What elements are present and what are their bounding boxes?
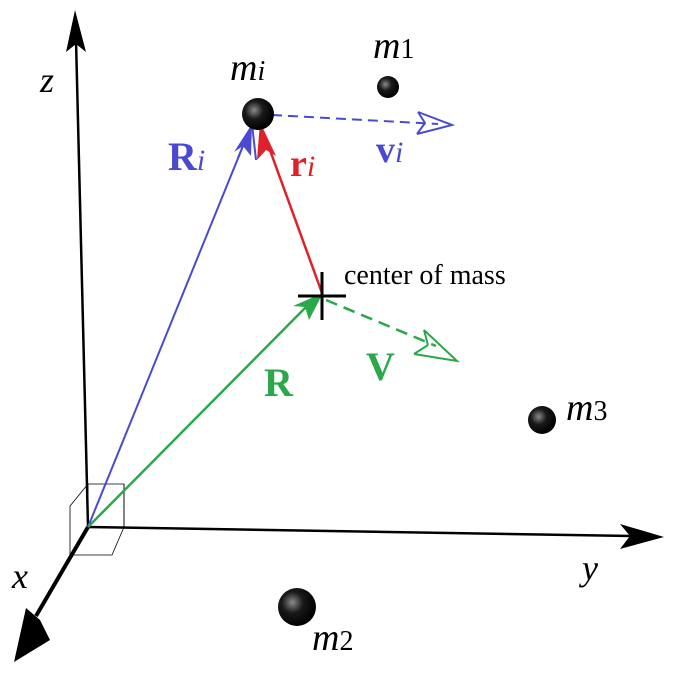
mass-m1-label: m1: [373, 25, 414, 67]
x-axis-label: x: [11, 556, 28, 596]
z-axis-label: z: [39, 60, 54, 100]
vector-r-i: [257, 122, 324, 294]
mass-m2: [278, 588, 316, 626]
vector-V: [325, 298, 461, 363]
mass-m2-label: m2: [312, 617, 353, 659]
vector-v-i-label: vi: [376, 129, 403, 171]
vector-R-i-label: Ri: [168, 134, 205, 179]
y-axis-arrowhead: [620, 524, 664, 549]
x-axis-arrowhead: [14, 608, 50, 662]
vector-r-i-label: ri: [290, 143, 315, 185]
vector-R-i: [87, 123, 257, 528]
center-of-mass-marker: [298, 272, 346, 320]
z-axis-arrowhead: [66, 10, 86, 52]
vector-v-i: [271, 111, 456, 135]
mass-mi-label: mi: [230, 47, 265, 89]
z-axis: [74, 39, 90, 528]
axes: [14, 10, 664, 662]
vector-V-label: V: [366, 344, 395, 389]
y-axis: [87, 525, 633, 538]
x-axis: [34, 525, 90, 618]
y-axis-label: y: [579, 548, 598, 588]
mass-m3: [528, 406, 556, 434]
mass-mi: [242, 98, 274, 130]
vector-R: [87, 293, 323, 528]
center-of-mass-label: center of mass: [344, 260, 506, 291]
mass-m3-label: m3: [566, 387, 607, 429]
vector-R-label: R: [264, 360, 294, 405]
mass-m1: [377, 76, 399, 98]
